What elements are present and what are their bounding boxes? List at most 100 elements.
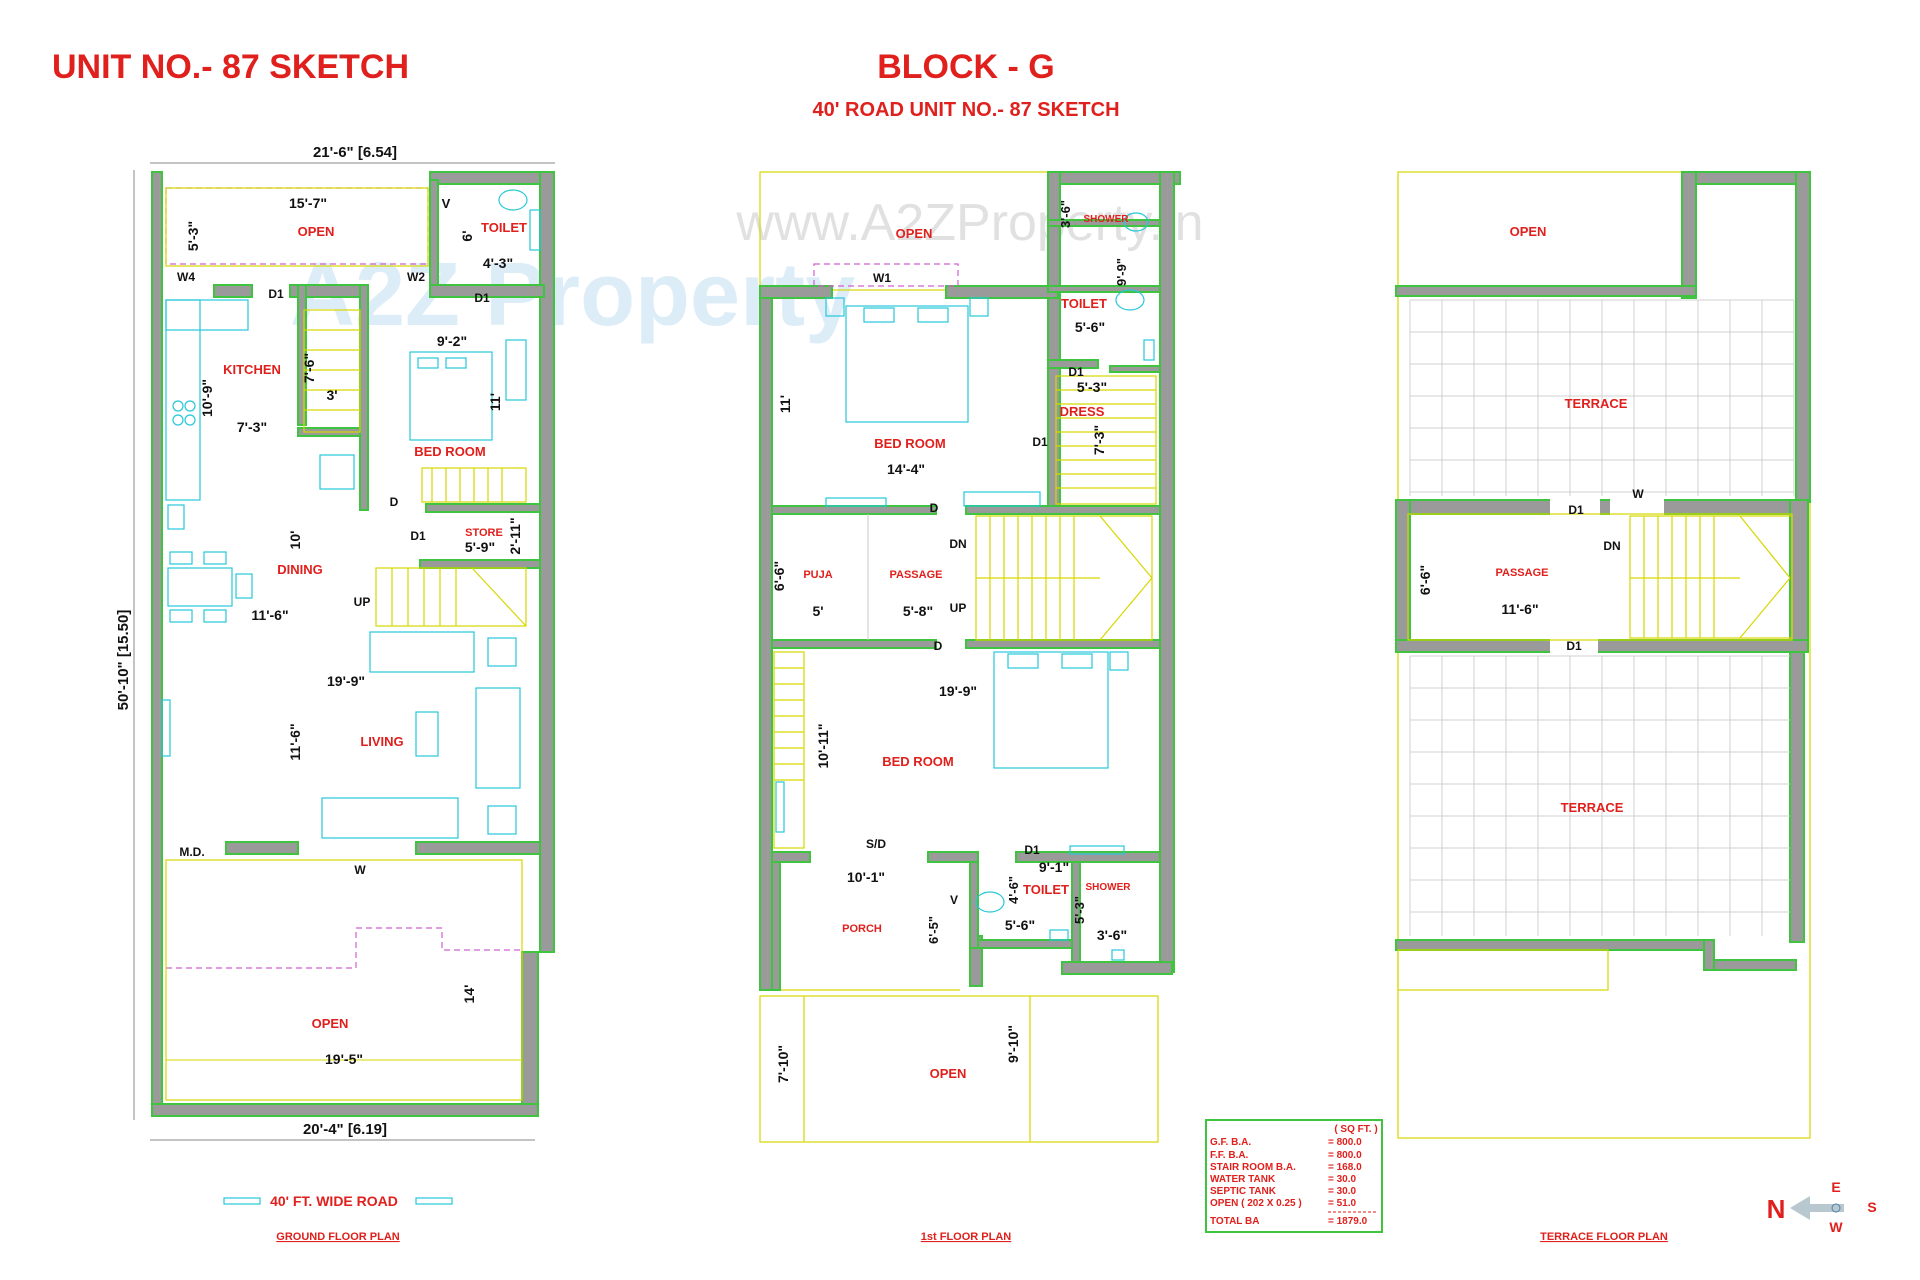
ff-label-w1: W1 xyxy=(873,271,891,285)
gf-label-store: STORE xyxy=(465,527,503,539)
ff-label-bedroom-bottom: BED ROOM xyxy=(882,754,954,769)
ff-dim: 6'-5" xyxy=(926,916,941,944)
area-row-label: OPEN ( 202 X 0.25 ) xyxy=(1210,1198,1302,1209)
gf-dim: 15'-7" xyxy=(289,195,327,211)
area-row-label: F.F. B.A. xyxy=(1210,1150,1249,1161)
area-row-value: = 30.0 xyxy=(1328,1174,1357,1185)
area-row-value: = 800.0 xyxy=(1328,1150,1362,1161)
ff-label-toilet-top: TOILET xyxy=(1061,296,1107,311)
area-table: ( SQ FT. ) G.F. B.A. = 800.0 F.F. B.A. =… xyxy=(1205,1119,1383,1233)
gf-label-w2: W2 xyxy=(407,270,425,284)
gf-dim: 9'-2" xyxy=(437,333,467,349)
gf-label-d1: D1 xyxy=(410,529,426,543)
gf-dim: 7'-3" xyxy=(237,419,267,435)
compass-w: W xyxy=(1829,1219,1843,1235)
ff-dim: 9'-1" xyxy=(1039,859,1069,875)
gf-dim: 4'-3" xyxy=(483,255,513,271)
gf-dim-left: 50'-10" [15.50] xyxy=(115,610,132,711)
gf-dim: 14' xyxy=(461,985,477,1004)
area-unit: ( SQ FT. ) xyxy=(1334,1124,1377,1135)
ff-dim: 3'-6" xyxy=(1097,927,1127,943)
gf-label-kitchen: KITCHEN xyxy=(223,362,281,377)
ff-label-shower-top: SHOWER xyxy=(1084,214,1130,225)
gf-label-up: UP xyxy=(354,595,371,609)
tf-dim: 6'-6" xyxy=(1417,565,1433,595)
ff-dim: 5'-8" xyxy=(903,603,933,619)
gf-dim: 11'-6" xyxy=(251,607,288,623)
ff-dim: 19'-9" xyxy=(939,683,977,699)
ff-dim: 5'-6" xyxy=(1075,319,1105,335)
unit-title: UNIT NO.- 87 SKETCH xyxy=(52,48,409,86)
ff-label-toilet-bottom: TOILET xyxy=(1023,882,1069,897)
area-total-value: = 1879.0 xyxy=(1328,1216,1368,1227)
ff-label-puja: PUJA xyxy=(803,569,832,581)
ff-dim: 3'-6" xyxy=(1058,200,1073,228)
ff-label-open-bottom: OPEN xyxy=(930,1066,967,1081)
tf-label-terrace-top: TERRACE xyxy=(1565,396,1628,411)
tf-dim: 11'-6" xyxy=(1501,601,1538,617)
tf-label-terrace-bottom: TERRACE xyxy=(1561,800,1624,815)
ff-dim: 14'-4" xyxy=(887,461,925,477)
ff-dim: 5'-6" xyxy=(1005,917,1035,933)
tf-label-open: OPEN xyxy=(1510,224,1547,239)
gf-dim: 6' xyxy=(459,230,475,241)
area-total-label: TOTAL BA xyxy=(1210,1216,1259,1227)
ff-dim: 5'-3" xyxy=(1077,379,1107,395)
gf-label-d1: D1 xyxy=(268,287,284,301)
terrace-floor-plan: OPEN TERRACE W D1 DN 6'-6" PASSAGE 11'-6… xyxy=(1395,171,1811,1243)
ff-dim: 5'-3" xyxy=(1072,896,1087,924)
ff-dim: 10'-1" xyxy=(847,869,885,885)
ff-label-dress: DRESS xyxy=(1060,404,1105,419)
gf-caption: GROUND FLOOR PLAN xyxy=(276,1231,399,1243)
tf-label-w: W xyxy=(1632,487,1644,501)
gf-label-open-top: OPEN xyxy=(298,224,335,239)
terrace-grid-top xyxy=(1409,299,1795,496)
ff-dim: 11' xyxy=(777,395,793,413)
compass-s: S xyxy=(1867,1199,1876,1215)
gf-dim: 19'-5" xyxy=(325,1051,363,1067)
gf-dim: 10' xyxy=(287,531,303,550)
gf-label-toilet: TOILET xyxy=(481,220,527,235)
gf-dim: 5'-3" xyxy=(185,221,201,251)
ff-dim: 4'-6" xyxy=(1006,876,1021,904)
gf-label-dining: DINING xyxy=(277,562,323,577)
gf-dim: 3' xyxy=(326,387,337,403)
ff-dim: 10'-11" xyxy=(815,723,831,768)
gf-label-living: LIVING xyxy=(360,734,403,749)
tf-label-d1: D1 xyxy=(1566,639,1582,653)
ground-floor-plan: 21'-6" [6.54] 50'-10" [15.50] 20'-4" [6.… xyxy=(115,144,555,1243)
gf-dim: 11'-6" xyxy=(287,723,303,760)
ff-dim: 9'-9" xyxy=(1114,258,1129,286)
gf-label-bedroom: BED ROOM xyxy=(414,444,486,459)
ff-dim: 7'-3" xyxy=(1091,425,1107,455)
gf-label-v: V xyxy=(442,196,451,211)
ff-dim: 9'-10" xyxy=(1005,1025,1021,1063)
gf-dim: 10'-9" xyxy=(199,379,215,417)
tf-label-passage: PASSAGE xyxy=(1496,567,1549,579)
tf-caption: TERRACE FLOOR PLAN xyxy=(1540,1231,1668,1243)
tf-label-d1: D1 xyxy=(1568,503,1584,517)
ff-label-passage: PASSAGE xyxy=(890,569,943,581)
gf-road-label: 40' FT. WIDE ROAD xyxy=(270,1193,398,1209)
tf-label-dn: DN xyxy=(1603,539,1620,553)
ff-dim: 6'-6" xyxy=(771,561,787,591)
gf-label-d: D xyxy=(390,495,399,509)
ff-label-up: UP xyxy=(950,601,967,615)
ff-label-shower-bottom: SHOWER xyxy=(1086,882,1132,893)
block-subtitle: 40' ROAD UNIT NO.- 87 SKETCH xyxy=(812,99,1119,121)
ff-label-open-top: OPEN xyxy=(896,226,933,241)
ff-dim: 5' xyxy=(812,603,823,619)
first-floor-plan: OPEN W1 SHOWER 3'-6" 9'-9" TOILET 5'-6" … xyxy=(759,171,1181,1243)
gf-dim: 19'-9" xyxy=(327,673,365,689)
ff-label-bedroom-top: BED ROOM xyxy=(874,436,946,451)
compass-n: N xyxy=(1767,1194,1786,1224)
ff-dim: 7'-10" xyxy=(775,1045,791,1083)
ff-label-d1: D1 xyxy=(1068,365,1084,379)
gf-dim: 2'-11" xyxy=(507,517,523,554)
gf-dim: 7'-6" xyxy=(301,353,317,383)
ff-label-dn: DN xyxy=(949,537,966,551)
gf-dim: 5'-9" xyxy=(465,539,495,555)
ff-label-sd: S/D xyxy=(866,837,886,851)
ff-caption: 1st FLOOR PLAN xyxy=(921,1231,1012,1243)
